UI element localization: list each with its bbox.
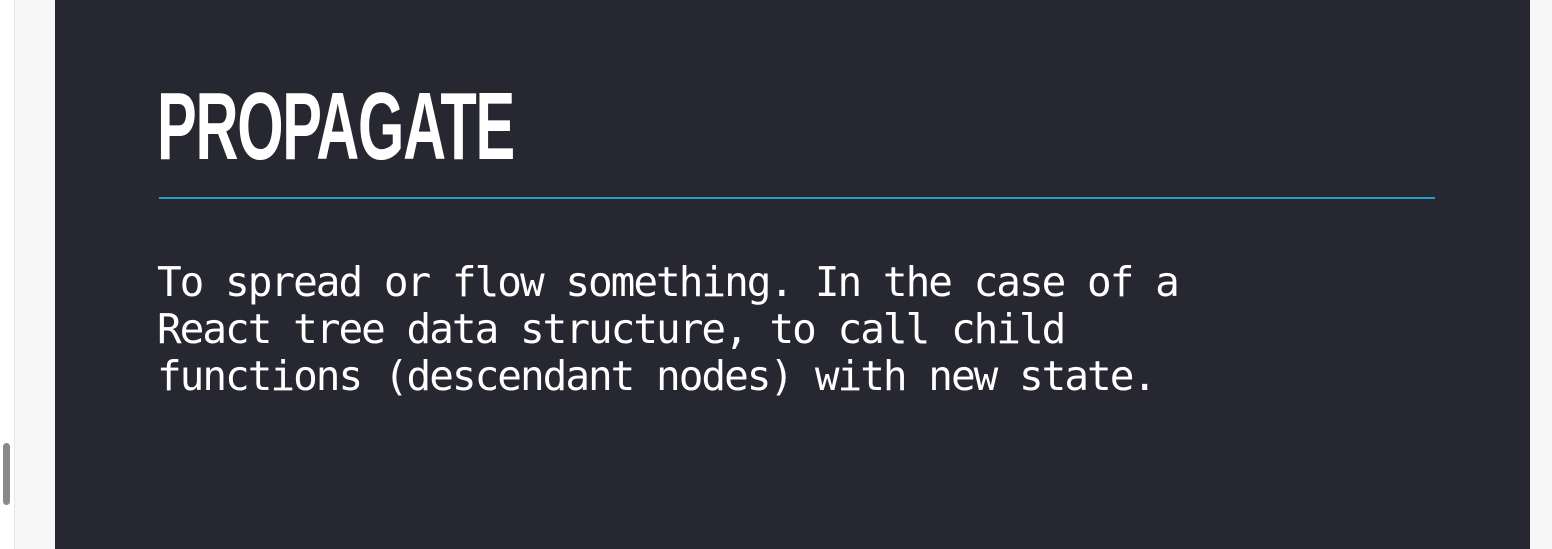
slide-body-line: React tree data structure, to call child bbox=[157, 305, 1066, 353]
side-panel-strip bbox=[0, 0, 15, 549]
right-gutter bbox=[1530, 0, 1552, 549]
left-gutter bbox=[15, 0, 55, 549]
slide-title: PROPAGATE bbox=[157, 73, 515, 180]
title-underline-divider bbox=[159, 197, 1435, 199]
slide-body-line: To spread or flow something. In the case… bbox=[157, 258, 1180, 306]
presentation-slide: PROPAGATE To spread or flow something. I… bbox=[55, 0, 1530, 549]
slide-body-text: To spread or flow something. In the case… bbox=[157, 259, 1357, 400]
slide-body-line: functions (descendant nodes) with new st… bbox=[157, 352, 1157, 400]
vertical-scrollbar-thumb[interactable] bbox=[3, 443, 10, 505]
